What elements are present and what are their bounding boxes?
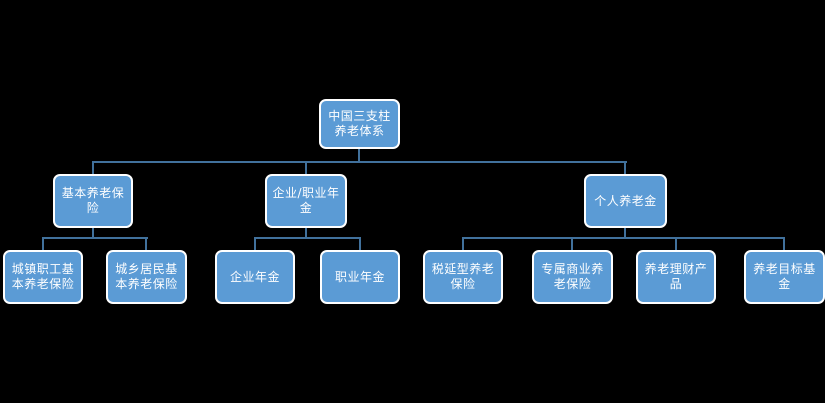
node-pillar-personal-label: 个人养老金 [594, 193, 657, 208]
node-leaf-enterprise-annuity-label: 企业年金 [229, 269, 280, 284]
connector-pillar-annuity-drop [305, 162, 307, 174]
connector-basic-down [92, 227, 94, 238]
node-pillar-basic-label: 基本养老保 险 [61, 186, 125, 215]
node-leaf-wealth-products[interactable]: 养老理财产 品 [636, 250, 716, 304]
connector-annuity-horizontal [254, 237, 361, 239]
node-leaf-enterprise-annuity[interactable]: 企业年金 [215, 250, 295, 304]
connector-personal-down [624, 227, 626, 238]
connector-wealth-products-drop [675, 238, 677, 250]
connector-pillars-horizontal [92, 161, 627, 163]
node-leaf-target-funds[interactable]: 养老目标基 金 [744, 250, 825, 304]
node-leaf-exclusive-commercial[interactable]: 专属商业养 老保险 [532, 250, 613, 304]
connector-urban-rural-drop [145, 238, 147, 250]
connector-occupational-annuity-drop [359, 238, 361, 250]
node-leaf-wealth-products-label: 养老理财产 品 [644, 262, 708, 291]
node-leaf-urban-rural-resident-label: 城乡居民基 本养老保险 [115, 262, 178, 291]
node-leaf-urban-rural-resident[interactable]: 城乡居民基 本养老保险 [106, 250, 187, 304]
connector-enterprise-annuity-drop [254, 238, 256, 250]
connector-root-drop [358, 148, 360, 162]
node-pillar-basic[interactable]: 基本养老保 险 [53, 174, 133, 228]
node-leaf-occupational-annuity[interactable]: 职业年金 [320, 250, 400, 304]
node-pillar-annuity[interactable]: 企业/职业年 金 [265, 174, 347, 228]
connector-exclusive-commercial-drop [571, 238, 573, 250]
node-leaf-tax-deferred-label: 税延型养老 保险 [431, 262, 495, 291]
connector-personal-horizontal [462, 237, 785, 239]
connector-urban-employee-drop [42, 238, 44, 250]
node-leaf-tax-deferred[interactable]: 税延型养老 保险 [423, 250, 503, 304]
node-root-label: 中国三支柱 养老体系 [328, 109, 391, 138]
connector-pillar-personal-drop [624, 162, 626, 174]
connector-target-funds-drop [783, 238, 785, 250]
node-leaf-exclusive-commercial-label: 专属商业养 老保险 [541, 262, 604, 291]
node-root[interactable]: 中国三支柱 养老体系 [319, 99, 400, 149]
node-leaf-target-funds-label: 养老目标基 金 [753, 262, 816, 291]
node-pillar-annuity-label: 企业/职业年 金 [272, 186, 340, 215]
connector-annuity-down [305, 227, 307, 238]
node-pillar-personal[interactable]: 个人养老金 [584, 174, 667, 228]
node-leaf-occupational-annuity-label: 职业年金 [334, 269, 385, 284]
node-leaf-urban-employee-label: 城镇职工基 本养老保险 [11, 262, 75, 291]
connector-tax-deferred-drop [462, 238, 464, 250]
connector-basic-horizontal [42, 237, 148, 239]
node-leaf-urban-employee[interactable]: 城镇职工基 本养老保险 [3, 250, 83, 304]
connector-pillar-basic-drop [92, 162, 94, 174]
